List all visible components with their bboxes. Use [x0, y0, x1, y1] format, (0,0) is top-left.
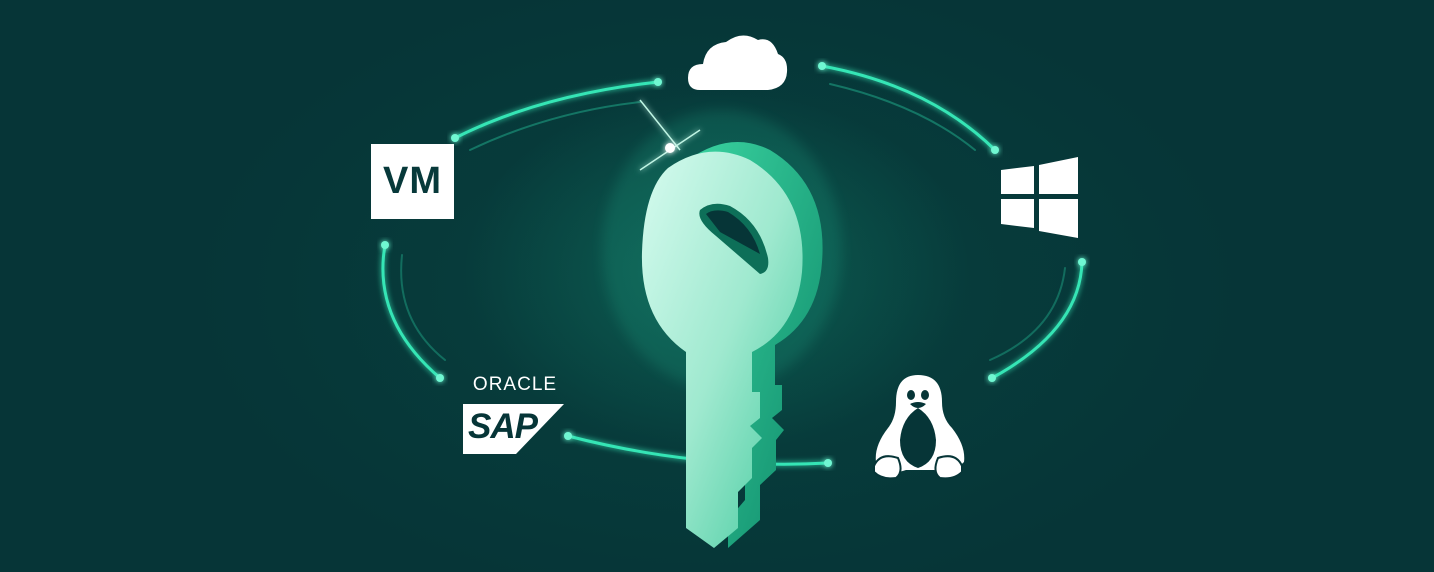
sap-logo-text: SAP [468, 407, 538, 447]
windows-logo-icon [1001, 157, 1078, 238]
vm-label: VM [383, 160, 442, 202]
orbit-arc-top-left-inner [469, 101, 641, 151]
orbit-ring [381, 64, 1084, 466]
vm-badge-icon: VM [371, 144, 454, 219]
cloud-icon [688, 35, 788, 90]
sap-logo [463, 404, 564, 454]
oracle-label: ORACLE [472, 374, 558, 395]
oracle-logo: ORACLE [460, 374, 570, 396]
orbit-arc-right-inner [989, 267, 1066, 361]
key-icon [602, 99, 842, 548]
orbit-arc-top-right [820, 64, 997, 152]
linux-penguin-icon [873, 375, 965, 480]
orbit-arc-top-right-inner [829, 83, 976, 151]
orbit-arc-right [990, 260, 1084, 380]
sap-label: SAP [468, 407, 538, 446]
orbit-arc-left-inner [400, 254, 446, 361]
orbit-arc-left [381, 243, 442, 380]
orbit-arc-top-left [453, 80, 660, 140]
orbit-highlights [381, 62, 1086, 467]
